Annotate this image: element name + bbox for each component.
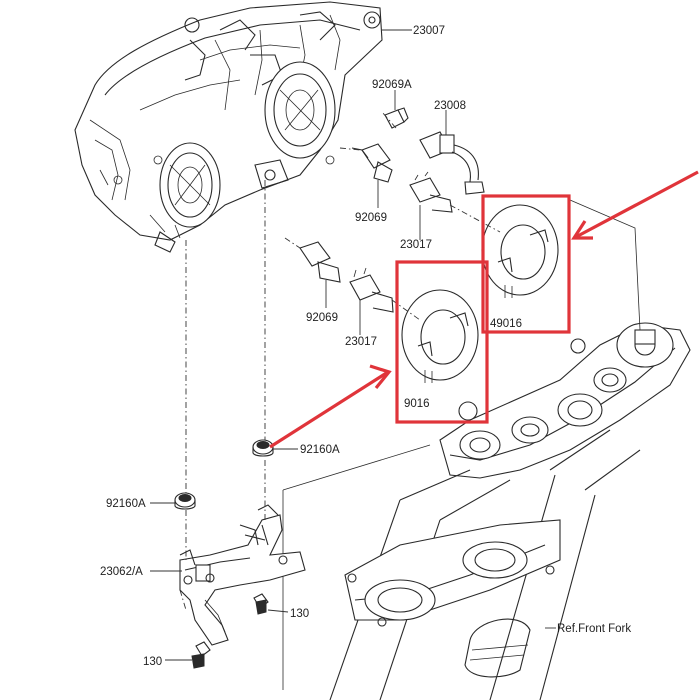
label-23062a: 23062/A: [100, 566, 143, 578]
arrow-left: [269, 370, 389, 449]
highlight-annotations: [269, 170, 699, 449]
label-92069-top: 92069: [355, 212, 387, 224]
bulbs: [299, 107, 485, 313]
label-92160a-left: 92160A: [106, 498, 146, 510]
label-130-bottom: 130: [143, 656, 162, 668]
dust-cover-right: [481, 204, 559, 298]
arrow-left-head: [369, 364, 392, 390]
headlight-assembly: [74, 1, 383, 253]
grommet-right: [252, 439, 274, 457]
label-49016-left: 9016: [404, 398, 430, 410]
front-fork: [282, 199, 691, 700]
highlight-box-right: [481, 194, 571, 334]
center-lines: [179, 111, 501, 611]
harness-bracket: [179, 504, 306, 646]
arrow-right: [573, 170, 699, 240]
label-92069-bottom: 92069: [306, 312, 338, 324]
label-23017-top: 23017: [400, 239, 432, 251]
label-130-right: 130: [290, 608, 309, 620]
label-23008: 23008: [434, 100, 466, 112]
bolt-bottom: [191, 641, 211, 669]
label-23007: 23007: [413, 25, 445, 37]
arrow-right-head: [571, 220, 593, 240]
label-23017-bottom: 23017: [345, 336, 377, 348]
grommet-left: [174, 492, 196, 510]
bolt-right: [253, 593, 269, 615]
label-92160a-right: 92160A: [300, 444, 340, 456]
label-49016-right: 49016: [490, 318, 522, 330]
part-labels: 23007 92069A 23008 92069 23017 92069 230…: [100, 25, 631, 668]
label-92069a: 92069A: [372, 79, 412, 91]
dust-cover-left: [401, 289, 479, 383]
highlight-box-left: [395, 260, 489, 424]
label-ref-front-fork: Ref.Front Fork: [557, 623, 631, 635]
leader-lines: [150, 29, 556, 661]
